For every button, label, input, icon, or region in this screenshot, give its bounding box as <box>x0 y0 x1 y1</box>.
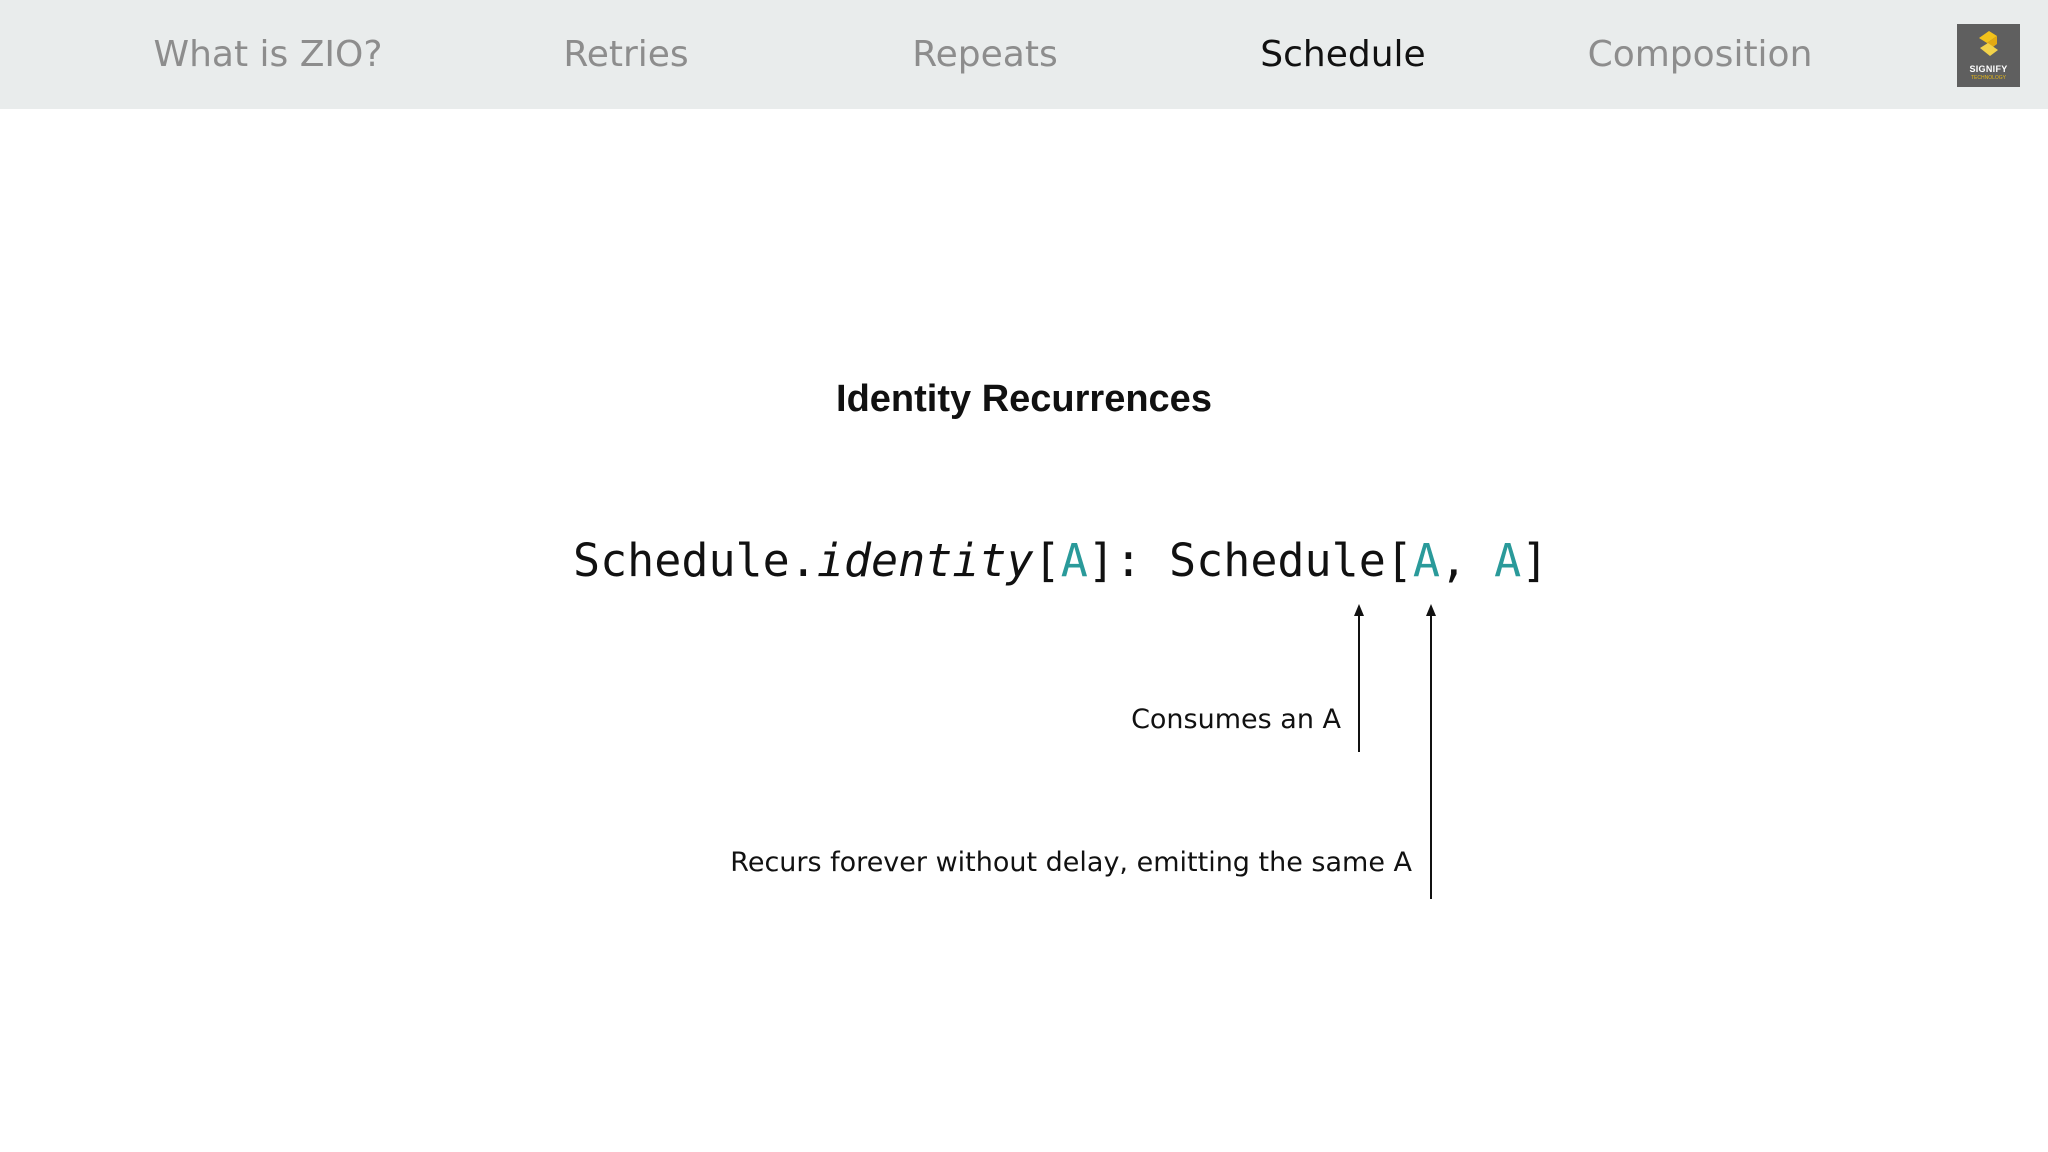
code-method: identity <box>816 534 1034 587</box>
tab-what-is-zio[interactable]: What is ZIO? <box>153 34 383 75</box>
tab-repeats[interactable]: Repeats <box>912 34 1058 75</box>
code-bracket-open: [ <box>1033 534 1061 587</box>
slide-title: Identity Recurrences <box>836 378 1212 420</box>
output-annotation: Recurs forever without delay, emitting t… <box>730 847 1412 878</box>
code-input-type: A <box>1412 534 1440 587</box>
input-annotation: Consumes an A <box>1131 704 1341 735</box>
code-comma: , <box>1439 534 1495 587</box>
signify-logo-mark-icon <box>1979 31 1998 56</box>
code-type-param: A <box>1060 534 1088 587</box>
tab-retries[interactable]: Retries <box>563 34 689 75</box>
logo-wordmark: SIGNIFY <box>1969 64 2008 74</box>
output-arrow <box>1426 604 1436 899</box>
signify-logo: SIGNIFY TECHNOLOGY <box>1957 24 2020 87</box>
code-prefix: Schedule. <box>573 534 817 587</box>
code-return-type: ]: Schedule[ <box>1087 534 1413 587</box>
top-navigation-bar: What is ZIO? Retries Repeats Schedule Co… <box>0 0 2048 109</box>
code-signature: Schedule.identity[A]: Schedule[A, A] <box>573 534 1548 587</box>
code-bracket-close: ] <box>1521 534 1549 587</box>
input-arrow <box>1354 604 1364 752</box>
logo-tagline: TECHNOLOGY <box>1970 75 2006 81</box>
tab-schedule[interactable]: Schedule <box>1260 34 1426 75</box>
code-output-type: A <box>1494 534 1522 587</box>
tab-composition[interactable]: Composition <box>1587 34 1813 75</box>
